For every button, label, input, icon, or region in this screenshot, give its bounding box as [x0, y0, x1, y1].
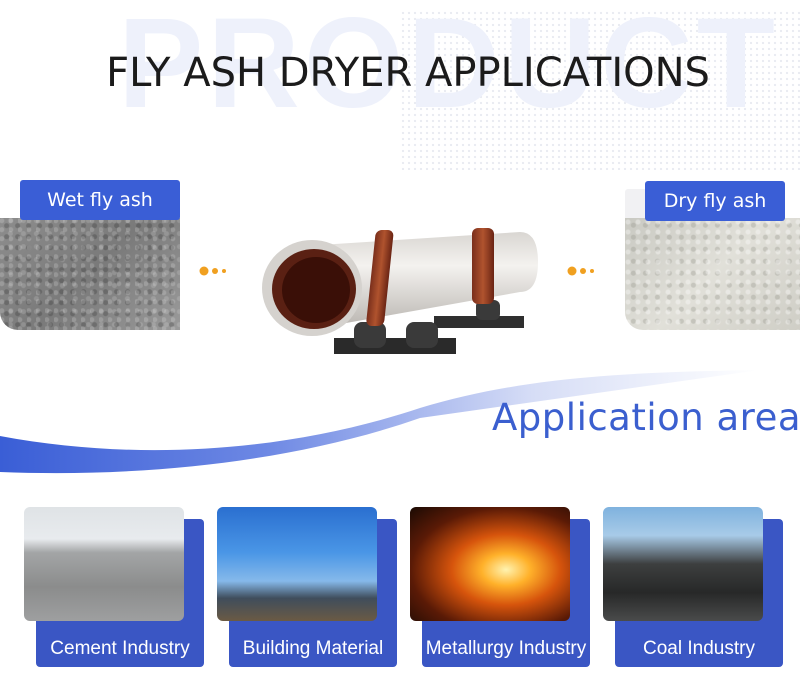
application-card: Metallurgy Industry — [410, 507, 590, 667]
section-title: Application area — [492, 396, 800, 439]
decorative-wave — [0, 370, 760, 474]
metallurgy-industry-photo — [410, 507, 570, 621]
coal-industry-photo — [603, 507, 763, 621]
wet-fly-ash-badge: Wet fly ash — [20, 180, 180, 220]
wet-fly-ash-photo — [0, 218, 180, 330]
connector-dots-icon — [567, 266, 594, 276]
watermark-text: PRODUCT — [118, 0, 779, 135]
card-label: Building Material — [242, 638, 384, 659]
building-material-photo — [217, 507, 377, 621]
cement-industry-photo — [24, 507, 184, 621]
card-label: Metallurgy Industry — [425, 638, 587, 659]
card-label: Cement Industry — [50, 638, 190, 659]
page-title: FLY ASH DRYER APPLICATIONS — [106, 50, 710, 96]
card-label: Coal Industry — [643, 638, 755, 659]
application-card: Coal Industry — [603, 507, 783, 667]
connector-dots-icon — [199, 266, 226, 276]
rotary-dryer-image — [262, 228, 538, 354]
dot-pattern — [400, 10, 800, 170]
application-card: Cement Industry — [24, 507, 204, 667]
dry-fly-ash-badge: Dry fly ash — [645, 181, 785, 221]
application-card: Building Material — [217, 507, 397, 667]
dry-fly-ash-photo — [625, 218, 800, 330]
